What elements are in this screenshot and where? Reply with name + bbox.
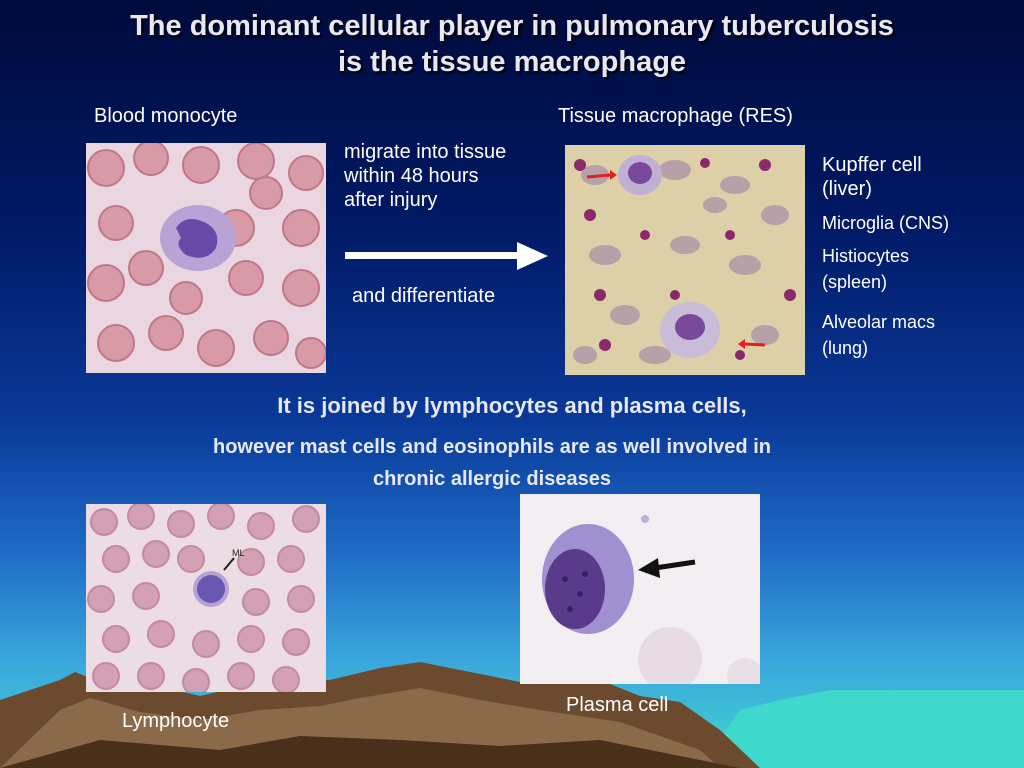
macrophage-types: Kupffer cell (liver) Microglia (CNS) His… — [822, 153, 949, 361]
lymphocyte-label: Lymphocyte — [122, 710, 230, 732]
right-arrow-icon — [345, 242, 548, 270]
migrate-line-1: migrate into tissue — [344, 141, 507, 163]
histio-line-2: (spleen) — [822, 272, 888, 292]
monocyte-image — [86, 143, 326, 373]
migrate-line-3: after injury — [344, 189, 438, 211]
title-line-2: is the tissue macrophage — [337, 46, 687, 78]
joined-line-2: however mast cells and eosinophils are a… — [213, 436, 771, 458]
differentiate-text: and differentiate — [352, 285, 496, 307]
joined-line-3: chronic allergic diseases — [373, 468, 611, 490]
kupffer-line-1: Kupffer cell — [822, 154, 922, 176]
joined-line-1: It is joined by lymphocytes and plasma c… — [277, 393, 747, 418]
histio-line-1: Histiocytes — [822, 246, 910, 266]
alveolar-line-2: (lung) — [822, 338, 869, 358]
plasma-cell-image — [520, 494, 760, 684]
macrophage-image — [565, 145, 805, 375]
migrate-text: migrate into tissue within 48 hours afte… — [344, 140, 506, 212]
lymphocyte-image: ML — [86, 504, 326, 692]
kupffer-line-2: (liver) — [822, 178, 872, 200]
mountain-landscape — [0, 662, 1024, 768]
alveolar-line-1: Alveolar macs — [822, 312, 936, 332]
plasma-cell-label: Plasma cell — [566, 694, 669, 716]
title-line-1: The dominant cellular player in pulmonar… — [130, 10, 894, 42]
migrate-line-2: within 48 hours — [344, 165, 479, 187]
monocyte-label: Blood monocyte — [94, 105, 238, 127]
ml-marker: ML — [232, 548, 245, 558]
microglia-text: Microglia (CNS) — [822, 213, 950, 233]
macrophage-label: Tissue macrophage (RES) — [558, 105, 793, 127]
slide-title: The dominant cellular player in pulmonar… — [20, 8, 1004, 80]
